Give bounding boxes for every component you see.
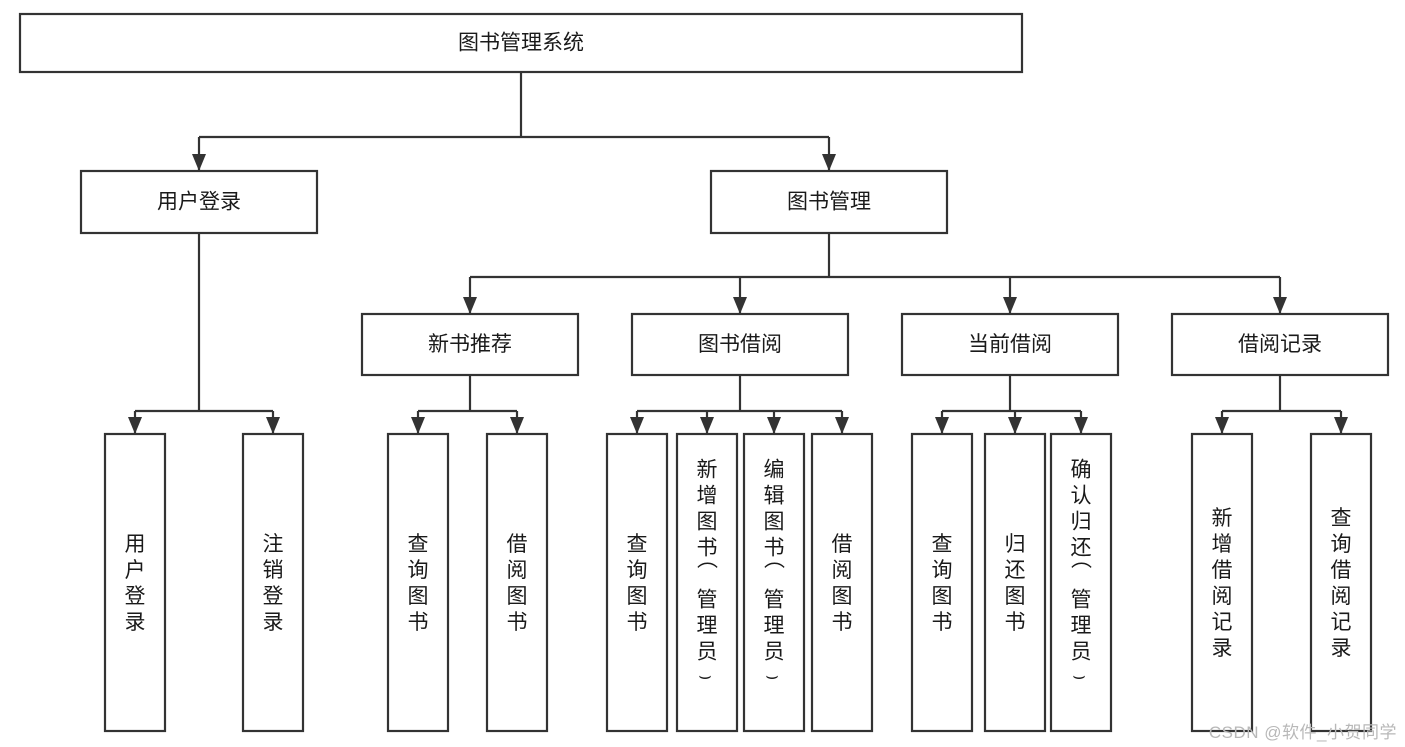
node-rect xyxy=(79,169,319,235)
node-leaf-query-book-recommend[interactable]: 查询图书 xyxy=(386,432,450,733)
connectors-layer xyxy=(128,72,1348,434)
nodes-layer: 图书管理系统用户登录图书管理新书推荐图书借阅当前借阅借阅记录用户登录注销登录查询… xyxy=(18,12,1390,733)
node-rect xyxy=(485,432,549,733)
node-label: 图书管理系统 xyxy=(458,32,584,55)
node-leaf-user-login[interactable]: 用户登录 xyxy=(103,432,167,733)
node-label: 用户登录 xyxy=(125,533,146,634)
node-label: 查询借阅记录 xyxy=(1331,507,1352,660)
arrow-head-icon xyxy=(1215,417,1229,434)
arrow-head-icon xyxy=(1003,297,1017,314)
node-leaf-logout[interactable]: 注销登录 xyxy=(241,432,305,733)
node-rect xyxy=(1049,432,1113,733)
node-rect xyxy=(1190,432,1254,733)
node-rect xyxy=(810,432,874,733)
node-label: 借阅图书 xyxy=(832,533,853,634)
node-leaf-borrow-book[interactable]: 借阅图书 xyxy=(810,432,874,733)
arrow-head-icon xyxy=(510,417,524,434)
node-label: 注销登录 xyxy=(263,533,284,634)
node-user-login[interactable]: 用户登录 xyxy=(79,169,319,235)
node-rect xyxy=(386,432,450,733)
node-book-management[interactable]: 图书管理 xyxy=(709,169,949,235)
watermark-text: CSDN @软件_小贺同学 xyxy=(1208,723,1397,742)
arrow-head-icon xyxy=(192,154,206,171)
arrow-head-icon xyxy=(767,417,781,434)
arrow-head-icon xyxy=(733,297,747,314)
node-label: 查询图书 xyxy=(627,533,648,634)
arrow-head-icon xyxy=(700,417,714,434)
node-rect xyxy=(910,432,974,733)
node-book-borrow[interactable]: 图书借阅 xyxy=(630,312,850,377)
node-leaf-borrow-book-recommend[interactable]: 借阅图书 xyxy=(485,432,549,733)
node-rect xyxy=(18,12,1024,74)
arrow-head-icon xyxy=(463,297,477,314)
node-rect xyxy=(241,432,305,733)
node-leaf-query-borrow-record[interactable]: 查询借阅记录 xyxy=(1309,432,1373,733)
node-label: 归还图书 xyxy=(1005,533,1026,634)
node-current-borrow[interactable]: 当前借阅 xyxy=(900,312,1120,377)
arrow-head-icon xyxy=(1273,297,1287,314)
node-rect xyxy=(709,169,949,235)
node-rect xyxy=(103,432,167,733)
arrow-head-icon xyxy=(128,417,142,434)
node-rect xyxy=(900,312,1120,377)
node-leaf-add-borrow-record[interactable]: 新增借阅记录 xyxy=(1190,432,1254,733)
arrow-head-icon xyxy=(1334,417,1348,434)
node-label: 用户登录 xyxy=(157,191,241,214)
node-rect xyxy=(742,432,806,733)
arrow-head-icon xyxy=(266,417,280,434)
node-leaf-query-book-borrow[interactable]: 查询图书 xyxy=(605,432,669,733)
node-rect xyxy=(983,432,1047,733)
node-leaf-return-book[interactable]: 归还图书 xyxy=(983,432,1047,733)
node-label: 确认归还⌒管理员⌣ xyxy=(1071,458,1093,689)
arrow-head-icon xyxy=(411,417,425,434)
node-label: 编辑图书⌒管理员⌣ xyxy=(764,458,786,689)
node-leaf-edit-book[interactable]: 编辑图书⌒管理员⌣ xyxy=(742,432,806,733)
node-rect xyxy=(605,432,669,733)
arrow-head-icon xyxy=(1008,417,1022,434)
node-label: 新增借阅记录 xyxy=(1212,507,1233,660)
node-label: 图书借阅 xyxy=(698,333,782,356)
node-label: 图书管理 xyxy=(787,191,871,214)
node-rect xyxy=(1170,312,1390,377)
node-label: 查询图书 xyxy=(408,533,429,634)
arrow-head-icon xyxy=(630,417,644,434)
node-leaf-query-book-current[interactable]: 查询图书 xyxy=(910,432,974,733)
arrow-head-icon xyxy=(1074,417,1088,434)
arrow-head-icon xyxy=(935,417,949,434)
node-label: 当前借阅 xyxy=(968,333,1052,356)
node-rect xyxy=(675,432,739,733)
node-borrow-record[interactable]: 借阅记录 xyxy=(1170,312,1390,377)
node-rect xyxy=(1309,432,1373,733)
node-root-root[interactable]: 图书管理系统 xyxy=(18,12,1024,74)
node-leaf-confirm-return[interactable]: 确认归还⌒管理员⌣ xyxy=(1049,432,1113,733)
arrow-head-icon xyxy=(822,154,836,171)
node-label: 新书推荐 xyxy=(428,333,512,356)
node-new-book-recommend[interactable]: 新书推荐 xyxy=(360,312,580,377)
node-label: 查询图书 xyxy=(932,533,953,634)
arrow-head-icon xyxy=(835,417,849,434)
node-label: 借阅图书 xyxy=(507,533,528,634)
node-rect xyxy=(360,312,580,377)
node-leaf-add-book[interactable]: 新增图书⌒管理员⌣ xyxy=(675,432,739,733)
node-label: 新增图书⌒管理员⌣ xyxy=(697,458,719,689)
node-rect xyxy=(630,312,850,377)
node-label: 借阅记录 xyxy=(1238,333,1322,356)
